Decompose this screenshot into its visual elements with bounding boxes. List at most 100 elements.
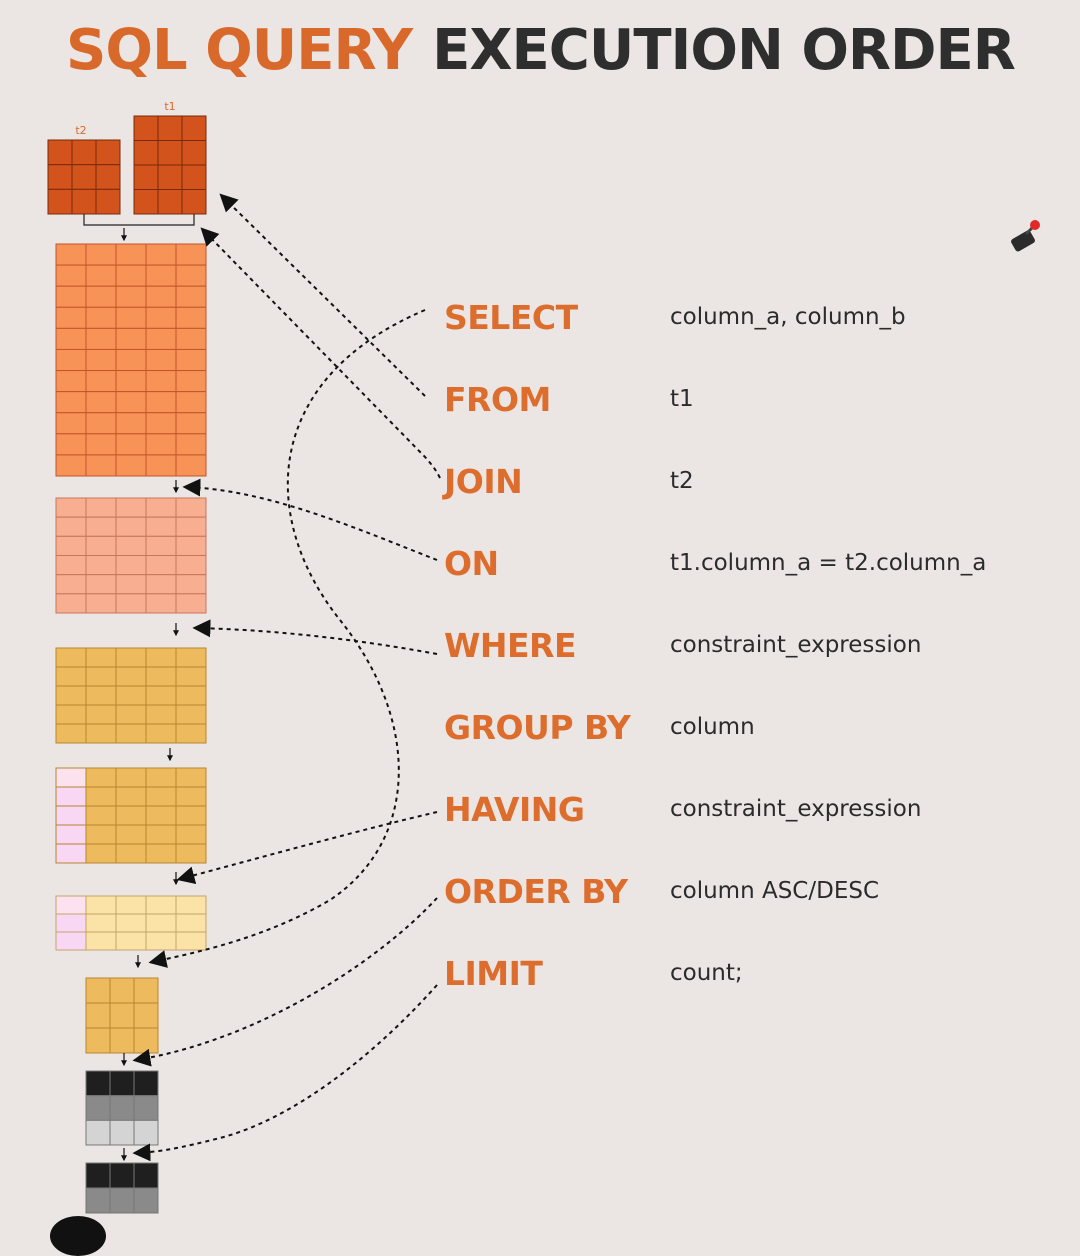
where-table-cell: [115, 685, 147, 706]
clause-having: HAVING constraint_expression: [444, 787, 1064, 831]
where-table-cell: [85, 647, 117, 668]
on-table-cell: [175, 593, 207, 614]
t1-table-cell: [157, 115, 183, 141]
joined-table-cell: [85, 412, 117, 435]
where-table-cell: [175, 723, 207, 744]
where-table-cell: [55, 666, 87, 687]
where-table-cell: [85, 685, 117, 706]
where-table-cell: [55, 704, 87, 725]
order-table-cell: [85, 1095, 111, 1121]
limit-table-cell: [109, 1162, 135, 1189]
t2-label: t2: [75, 124, 86, 137]
joined-table-cell: [115, 412, 147, 435]
t1-table-cell: [181, 115, 207, 141]
order-table-cell: [109, 1119, 135, 1146]
where-table-cell: [115, 666, 147, 687]
join-connector: [200, 227, 441, 479]
select-table-cell: [133, 1002, 159, 1029]
joined-table-cell: [115, 348, 147, 372]
joined-table-cell: [55, 285, 87, 308]
joined-table-cell: [145, 264, 177, 287]
clause-argument: t1: [670, 386, 694, 412]
on-table-cell: [175, 516, 207, 537]
corner-shape: [50, 1216, 106, 1256]
joined-table-cell: [85, 285, 117, 308]
on-table-cell: [145, 516, 177, 537]
clause-keyword: GROUP BY: [444, 707, 631, 747]
group-table-cell: [175, 805, 207, 826]
having-table-cell: [55, 895, 87, 915]
having-table-cell: [85, 913, 117, 933]
on-table-cell: [115, 574, 147, 595]
joined-table-cell: [55, 433, 87, 456]
on-table-cell: [175, 497, 207, 518]
group-table-cell: [85, 786, 117, 807]
joined-table-cell: [175, 391, 207, 414]
joined-table-cell: [175, 306, 207, 329]
joined-table-cell: [115, 433, 147, 456]
clause-keyword: HAVING: [444, 789, 585, 829]
joined-table-cell: [85, 264, 117, 287]
group-table-cell: [55, 824, 87, 845]
clause-join: JOIN t2: [444, 459, 1064, 503]
group-table-cell: [145, 767, 177, 788]
clause-keyword: JOIN: [444, 461, 523, 501]
limit-table-cell: [85, 1162, 111, 1189]
on-table-cell: [85, 555, 117, 576]
group-table-cell: [55, 805, 87, 826]
joined-table-cell: [175, 454, 207, 477]
joined-table-cell: [115, 285, 147, 308]
t1-table-cell: [181, 189, 207, 215]
on-table-cell: [55, 535, 87, 556]
clause-keyword: FROM: [444, 379, 551, 419]
having-table-cell: [175, 931, 207, 951]
t2-table-cell: [71, 188, 97, 215]
t1-table-cell: [133, 140, 159, 166]
joined-table-cell: [55, 412, 87, 435]
where-table-cell: [85, 666, 117, 687]
t2-table-cell: [95, 188, 121, 215]
select-table-cell: [109, 1002, 135, 1029]
select-table-cell: [85, 977, 111, 1004]
t2-table-cell: [71, 164, 97, 190]
on-connector: [182, 478, 438, 561]
having-table-cell: [115, 895, 147, 915]
where-table-cell: [175, 666, 207, 687]
where-table-cell: [55, 685, 87, 706]
joined-table-cell: [115, 370, 147, 393]
select-table-cell: [85, 1002, 111, 1029]
group-table-cell: [85, 805, 117, 826]
joined-table-cell: [55, 306, 87, 329]
select-table-cell: [85, 1027, 111, 1054]
joined-table-cell: [85, 391, 117, 414]
select-table-cell: [133, 977, 159, 1004]
joined-table-cell: [175, 412, 207, 435]
t1-table-cell: [133, 189, 159, 215]
on-table-cell: [175, 574, 207, 595]
on-table-cell: [85, 593, 117, 614]
having-connector: [176, 811, 438, 884]
group-table-cell: [145, 786, 177, 807]
on-table-cell: [55, 497, 87, 518]
joined-table-cell: [55, 264, 87, 287]
on-table-cell: [175, 555, 207, 576]
t2-table-cell: [47, 164, 73, 190]
flow-arrows: [121, 228, 179, 1162]
t1-table-cell: [157, 189, 183, 215]
clause-keyword: SELECT: [444, 297, 578, 337]
where-table-cell: [85, 704, 117, 725]
clause-argument: column: [670, 714, 755, 740]
where-table-cell: [115, 704, 147, 725]
t1-table-cell: [181, 140, 207, 166]
joined-table-cell: [175, 327, 207, 350]
clause-keyword: ORDER BY: [444, 871, 628, 911]
t2-table-cell: [71, 139, 97, 166]
having-table-cell: [55, 913, 87, 933]
joined-table-cell: [55, 391, 87, 414]
having-table-cell: [85, 895, 117, 915]
t1-table-cell: [181, 164, 207, 190]
t1-label: t1: [164, 100, 175, 113]
joined-table-cell: [145, 306, 177, 329]
group-table-cell: [145, 805, 177, 826]
